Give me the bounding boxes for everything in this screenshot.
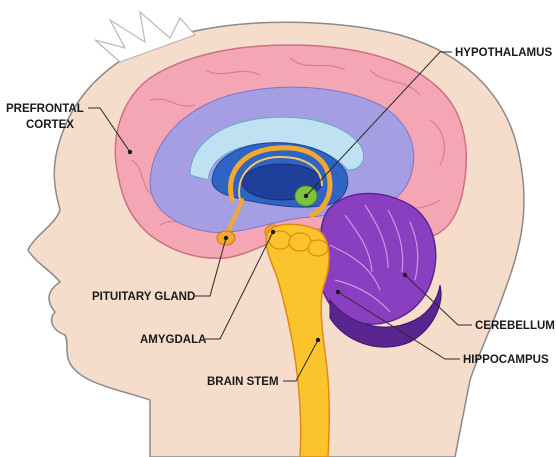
leader-cerebellum [402, 272, 472, 326]
label-prefrontal-cortex-line1: PREFRONTAL [6, 103, 84, 115]
label-hippocampus: HIPPOCAMPUS [463, 354, 549, 366]
leader-brain-stem [283, 337, 321, 382]
fornix-arc [228, 145, 333, 218]
leader-amygdala [205, 229, 276, 340]
cerebellum-folia [329, 204, 419, 313]
fornix-arc-inner [238, 155, 323, 201]
leader-prefrontal [88, 107, 133, 155]
leader-pituitary [195, 235, 229, 297]
label-hypothalamus: HYPOTHALAMUS [455, 47, 552, 59]
leader-hippocampus [335, 289, 460, 360]
hair-tuft [94, 10, 197, 63]
label-pituitary-gland: PITUITARY GLAND [92, 291, 195, 303]
pituitary-stalk [226, 198, 244, 234]
label-brain-stem: BRAIN STEM [207, 376, 279, 388]
label-prefrontal-cortex-line2: CORTEX [26, 119, 74, 131]
label-cerebellum: CEREBELLUM [475, 320, 555, 332]
hippocampus [329, 284, 442, 348]
cerebellum [319, 192, 437, 325]
brain-stem [265, 223, 331, 457]
pons-lobes [268, 230, 329, 257]
leader-hypothalamus [303, 51, 452, 199]
label-amygdala: AMYGDALA [140, 334, 206, 346]
